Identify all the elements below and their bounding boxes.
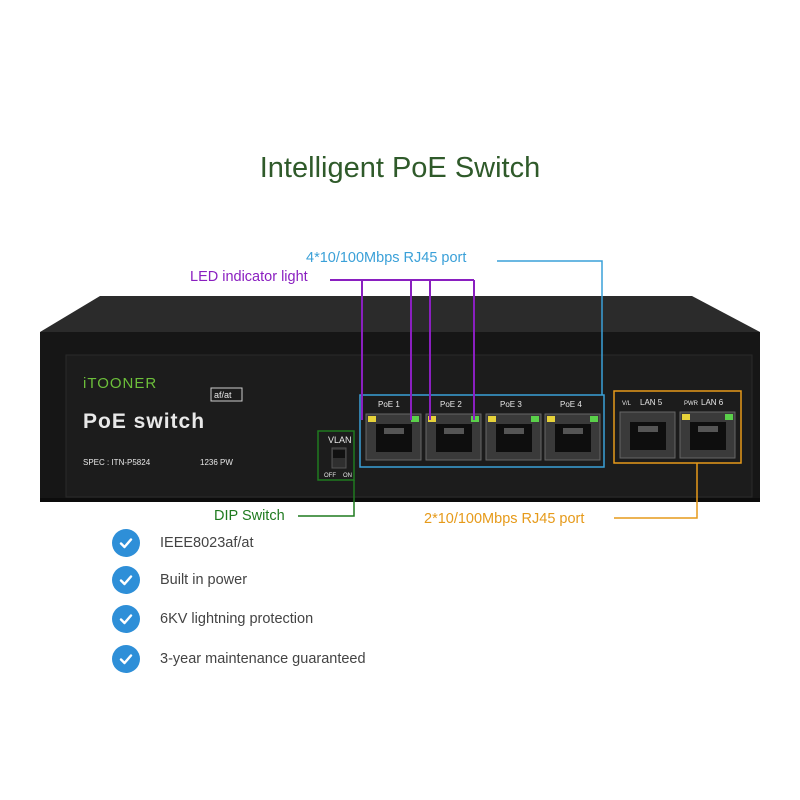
callout-2-ports-label: 2*10/100Mbps RJ45 port bbox=[424, 511, 585, 527]
poe2-label: PoE 2 bbox=[440, 400, 462, 409]
callout-led-label: LED indicator light bbox=[190, 269, 308, 285]
callout-4-ports-label: 4*10/100Mbps RJ45 port bbox=[306, 250, 467, 266]
checkmark-icon bbox=[112, 645, 140, 673]
vlan-label: VLAN bbox=[328, 435, 352, 445]
checkmark-icon bbox=[112, 529, 140, 557]
checkmark-icon bbox=[112, 566, 140, 594]
feature-item: 6KV lightning protection bbox=[112, 604, 313, 634]
power-label: 1236 PW bbox=[200, 458, 233, 467]
spec-label: SPEC : ITN-P5824 bbox=[83, 458, 151, 467]
lan6-label: LAN 6 bbox=[701, 398, 724, 407]
lan-ports-callout-line bbox=[614, 463, 698, 519]
feature-item: IEEE8023af/at bbox=[112, 528, 254, 558]
device-base bbox=[40, 498, 760, 502]
dip-switch-toggle bbox=[333, 450, 345, 458]
dip-on-label: ON bbox=[343, 473, 352, 479]
poe-ports-highlight-box bbox=[359, 394, 605, 468]
device-top-panel bbox=[40, 296, 760, 332]
feature-text: 3-year maintenance guaranteed bbox=[160, 651, 366, 667]
lan5-label: LAN 5 bbox=[640, 398, 663, 407]
vl-label: V/L bbox=[622, 401, 632, 407]
page-title: Intelligent PoE Switch bbox=[259, 152, 541, 184]
brand-logo: iTOONER bbox=[83, 375, 157, 392]
poe-port-3 bbox=[485, 413, 542, 461]
dip-off-label: OFF bbox=[324, 473, 336, 479]
poe-port-1 bbox=[365, 413, 422, 461]
dip-callout-line bbox=[298, 480, 355, 517]
feature-text: Built in power bbox=[160, 572, 248, 588]
poe3-label: PoE 3 bbox=[500, 400, 522, 409]
poe1-label: PoE 1 bbox=[378, 400, 400, 409]
badge-af-at: af/at bbox=[214, 390, 232, 400]
poe-port-2 bbox=[425, 413, 482, 461]
pwr-label: PWR bbox=[684, 401, 699, 407]
feature-text: IEEE8023af/at bbox=[160, 535, 254, 551]
poe4-label: PoE 4 bbox=[560, 400, 582, 409]
callout-dip-switch-label: DIP Switch bbox=[214, 508, 285, 524]
lan-port-6 bbox=[679, 411, 736, 459]
badge-box bbox=[210, 387, 243, 402]
device-name: PoE switch bbox=[83, 410, 205, 433]
feature-item: 3-year maintenance guaranteed bbox=[112, 644, 366, 674]
poe-port-4 bbox=[544, 413, 601, 461]
poe-ports-callout-line bbox=[497, 260, 603, 395]
feature-item: Built in power bbox=[112, 565, 247, 595]
feature-text: 6KV lightning protection bbox=[160, 611, 314, 627]
checkmark-icon bbox=[112, 605, 140, 633]
lan-port-5 bbox=[619, 411, 676, 459]
lan-ports-highlight-box bbox=[613, 390, 742, 464]
dip-highlight-box bbox=[317, 430, 355, 481]
